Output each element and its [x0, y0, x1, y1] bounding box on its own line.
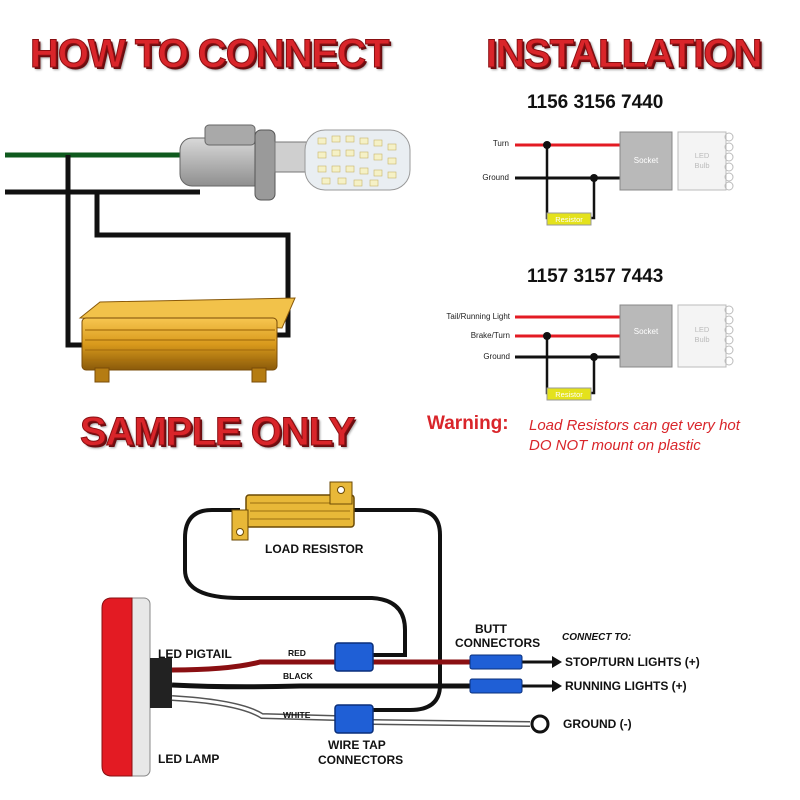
resistor-lead-right — [94, 192, 291, 338]
wire-tap-connector-1 — [334, 642, 374, 672]
installation-title: INSTALLATION — [485, 32, 762, 77]
stop-turn-destination: STOP/TURN LIGHTS (+) — [565, 655, 700, 669]
butt-connector-2 — [469, 678, 523, 694]
dual-filament-diagram: Resistor Socket LED Bulb — [515, 304, 734, 401]
led-bulb-box-2 — [677, 304, 727, 368]
load-resistor-label: LOAD RESISTOR — [265, 542, 364, 556]
butt-connector-1 — [469, 654, 523, 670]
led-lamp-label: LED LAMP — [158, 752, 220, 766]
white-label: WHITE — [283, 710, 311, 720]
resistor-box-2 — [546, 387, 592, 401]
socket-box — [619, 131, 673, 191]
bulb-wiring-illustration — [5, 124, 411, 383]
ground-destination: GROUND (-) — [563, 717, 632, 731]
resistor-label: Resistor — [555, 215, 583, 224]
led-bulb-box — [677, 131, 727, 191]
butt-label-2: CONNECTORS — [455, 636, 541, 650]
socket-box-2 — [619, 304, 673, 368]
gold-load-resistor — [78, 297, 296, 383]
led-bulb-label-4: Bulb — [694, 335, 709, 344]
resistor-loop-wire-right — [352, 508, 442, 712]
wiring-diagram — [101, 481, 562, 777]
resistor-loop-2 — [545, 336, 596, 395]
socket-label: Socket — [634, 156, 659, 165]
ground-label-2: Ground — [483, 352, 510, 361]
led-bulb-label-1: LED — [695, 151, 710, 160]
warning-line-1: Load Resistors can get very hot — [529, 417, 740, 434]
ground-label-1: Ground — [482, 173, 509, 182]
sample-only-title: SAMPLE ONLY — [79, 410, 355, 455]
resistor-loop — [545, 145, 596, 220]
wire-tap-label-2: CONNECTORS — [318, 753, 404, 767]
black-wire-bottom — [171, 682, 470, 690]
connect-to-label: CONNECT TO: — [562, 632, 632, 643]
resistor-box — [546, 212, 592, 226]
bulb-socket — [179, 124, 316, 201]
wire-tap-connector-2 — [334, 704, 374, 734]
socket-label-2: Socket — [634, 327, 659, 336]
ring-terminal — [530, 714, 550, 734]
led-lamp-body — [101, 597, 172, 777]
how-to-connect-title: HOW TO CONNECT — [30, 32, 391, 77]
black-label: BLACK — [283, 671, 313, 681]
warning-title: Warning: — [427, 413, 509, 434]
brake-turn-label: Brake/Turn — [470, 331, 510, 340]
led-pigtail-label: LED PIGTAIL — [158, 647, 232, 661]
resistor-loop-wire-left — [183, 508, 407, 657]
resistor-label-2: Resistor — [555, 390, 583, 399]
butt-label-1: BUTT — [475, 622, 507, 636]
red-wire — [171, 659, 335, 673]
warning-line-2: DO NOT mount on plastic — [529, 437, 701, 454]
dual-filament-codes: 1157 3157 7443 — [527, 266, 664, 287]
running-lights-destination: RUNNING LIGHTS (+) — [565, 679, 687, 693]
led-bulb — [304, 129, 411, 191]
turn-label: Turn — [492, 139, 509, 148]
single-filament-diagram: Resistor Socket LED Bulb — [515, 131, 734, 226]
single-filament-codes: 1156 3156 7440 — [527, 92, 664, 113]
red-label: RED — [288, 648, 306, 658]
led-bulb-label-3: LED — [695, 325, 710, 334]
load-resistor — [231, 481, 355, 541]
tail-running-label: Tail/Running Light — [446, 312, 510, 321]
wire-tap-label-1: WIRE TAP — [328, 738, 386, 752]
led-bulb-label-2: Bulb — [694, 161, 709, 170]
